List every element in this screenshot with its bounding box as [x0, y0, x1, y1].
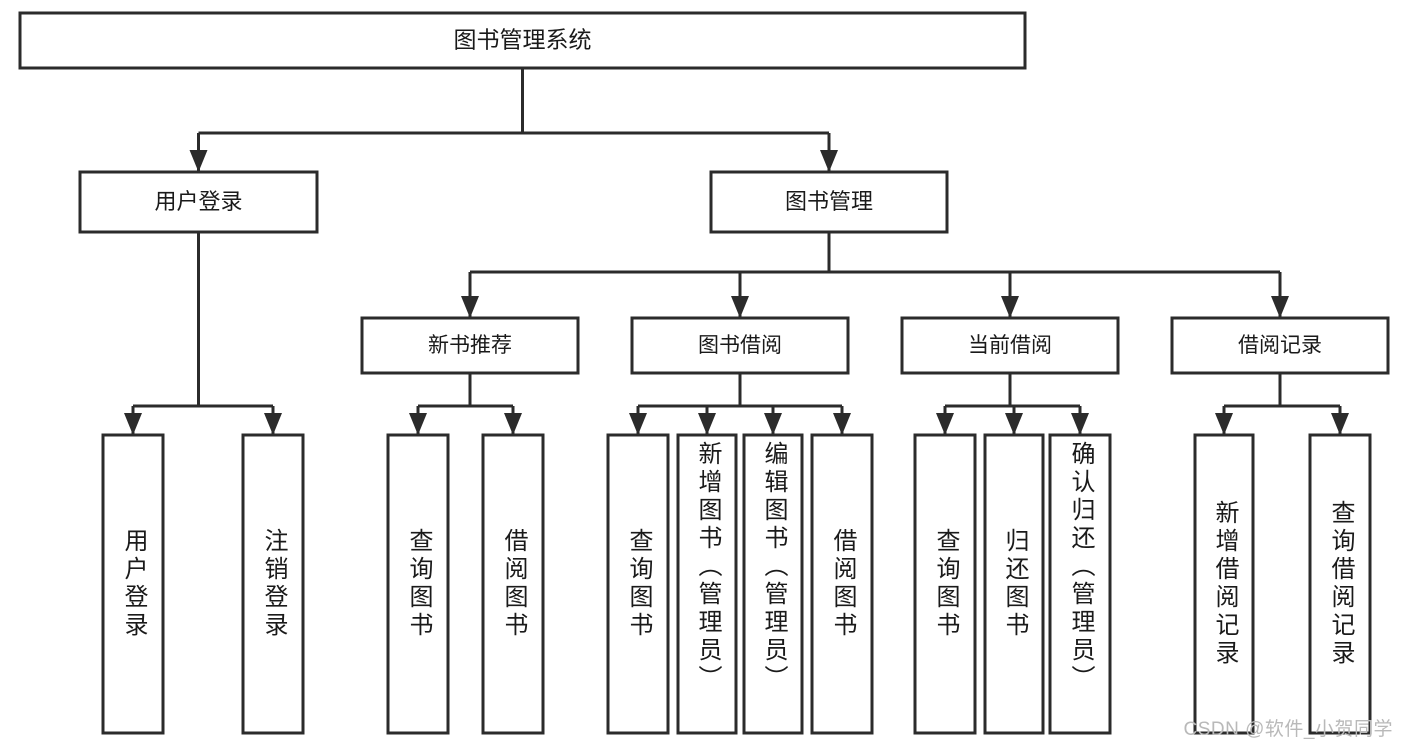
node-new-book-recommend[interactable]: 新书推荐	[360, 316, 580, 375]
arrow-head-icon	[820, 150, 838, 172]
node-box-user-login	[78, 170, 319, 234]
arrow-head-icon	[833, 413, 851, 435]
node-box-leaf-borrow-book-1	[481, 433, 545, 735]
arrow-head-icon	[731, 296, 749, 318]
arrow-head-icon	[764, 413, 782, 435]
node-box-leaf-query-borrow-record	[1308, 433, 1372, 735]
node-box-leaf-add-borrow-record	[1193, 433, 1255, 735]
node-box-leaf-user-logout	[241, 433, 305, 735]
node-leaf-borrow-book-1[interactable]	[481, 433, 545, 735]
node-label-user-login: 用户登录	[154, 189, 242, 214]
arrow-head-icon	[1005, 413, 1023, 435]
arrow-head-icon	[189, 150, 208, 172]
arrow-head-icon	[1271, 296, 1289, 318]
node-box-book-manage	[709, 170, 949, 234]
arrow-head-icon	[409, 413, 427, 435]
node-box-leaf-add-book	[676, 433, 738, 735]
node-user-login[interactable]: 用户登录	[78, 170, 319, 234]
arrow-head-icon	[629, 413, 647, 435]
watermark-text: CSDN @软件_小贺同学	[1183, 719, 1393, 740]
node-label-borrow-record: 借阅记录	[1238, 334, 1322, 357]
arrow-head-icon	[698, 413, 716, 435]
arrow-head-icon	[1001, 296, 1019, 318]
node-leaf-add-borrow-record[interactable]	[1193, 433, 1255, 735]
node-box-current-borrow	[900, 316, 1120, 375]
node-leaf-borrow-book-2[interactable]	[810, 433, 874, 735]
arrow-head-icon	[461, 296, 479, 318]
node-box-book-borrow	[630, 316, 850, 375]
node-box-leaf-confirm-return	[1048, 433, 1112, 735]
node-box-borrow-record	[1170, 316, 1390, 375]
arrow-head-icon	[264, 413, 282, 435]
arrow-head-icon	[1331, 413, 1349, 435]
node-box-leaf-query-book-1	[386, 433, 450, 735]
node-leaf-user-login[interactable]	[101, 433, 165, 735]
node-leaf-query-book-3[interactable]	[913, 433, 977, 735]
node-box-leaf-user-login	[101, 433, 165, 735]
node-leaf-return-book[interactable]	[983, 433, 1045, 735]
node-leaf-edit-book[interactable]	[742, 433, 804, 735]
node-label-root: 图书管理系统	[454, 27, 592, 53]
node-box-leaf-edit-book	[742, 433, 804, 735]
arrow-head-icon	[1215, 413, 1233, 435]
node-current-borrow[interactable]: 当前借阅	[900, 316, 1120, 375]
node-label-book-borrow: 图书借阅	[698, 334, 782, 357]
node-leaf-confirm-return[interactable]	[1048, 433, 1112, 735]
node-borrow-record[interactable]: 借阅记录	[1170, 316, 1390, 375]
node-leaf-query-book-2[interactable]	[606, 433, 670, 735]
arrow-head-icon	[504, 413, 522, 435]
connector-layer	[124, 68, 1349, 435]
node-box-new-book-recommend	[360, 316, 580, 375]
node-label-new-book-recommend: 新书推荐	[428, 334, 512, 357]
node-box-leaf-return-book	[983, 433, 1045, 735]
node-leaf-query-borrow-record[interactable]	[1308, 433, 1372, 735]
arrow-head-icon	[1071, 413, 1089, 435]
node-book-borrow[interactable]: 图书借阅	[630, 316, 850, 375]
node-leaf-user-logout[interactable]	[241, 433, 305, 735]
node-book-manage[interactable]: 图书管理	[709, 170, 949, 234]
node-box-root	[18, 11, 1027, 70]
arrow-head-icon	[124, 413, 142, 435]
node-label-current-borrow: 当前借阅	[968, 334, 1052, 357]
node-box-leaf-borrow-book-2	[810, 433, 874, 735]
node-box-leaf-query-book-2	[606, 433, 670, 735]
node-root[interactable]: 图书管理系统	[18, 11, 1027, 70]
node-leaf-add-book[interactable]	[676, 433, 738, 735]
node-leaf-query-book-1[interactable]	[386, 433, 450, 735]
node-box-leaf-query-book-3	[913, 433, 977, 735]
node-label-book-manage: 图书管理	[785, 189, 873, 214]
arrow-head-icon	[936, 413, 954, 435]
